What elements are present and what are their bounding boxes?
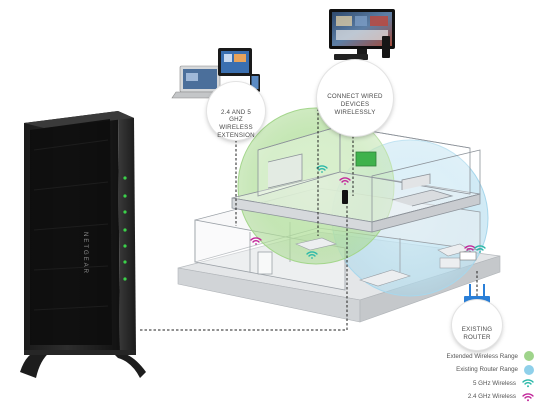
status-lights	[123, 176, 127, 281]
wired-devices-callout-text: CONNECT WIRED DEVICES WIRELESSLY	[327, 93, 383, 116]
wifi-markers	[250, 165, 486, 259]
legend-item-router-range: Existing Router Range	[334, 364, 534, 376]
wireless-extension-callout: 2.4 AND 5 GHz WIRELESS EXTENSION	[207, 82, 265, 140]
legend-label: Existing Router Range	[456, 366, 518, 374]
wifi-24ghz-icon	[522, 392, 534, 402]
legend-item-24ghz: 2.4 GHz Wireless	[334, 391, 534, 403]
wifi-5ghz-icon	[522, 379, 534, 388]
range-extender-device	[20, 111, 146, 378]
legend-label: 5 GHz Wireless	[473, 379, 516, 387]
wired-devices-callout: CONNECT WIRED DEVICES WIRELESSLY	[317, 60, 393, 136]
extended-range-swatch-icon	[524, 351, 534, 361]
house-furniture	[295, 237, 471, 287]
game-console-icon	[334, 36, 390, 60]
existing-router-callout: EXISTING ROUTER	[452, 300, 502, 350]
router-range-swatch-icon	[524, 364, 534, 375]
tablet-icon	[218, 48, 252, 76]
legend-label: Extended Wireless Range	[446, 352, 518, 360]
house-upper-floor	[231, 125, 481, 233]
legend-item-5ghz: 5 GHz Wireless	[334, 377, 534, 389]
wireless-extension-callout-text: 2.4 AND 5 GHz WIRELESS EXTENSION	[217, 108, 255, 139]
legend: Extended Wireless Range Existing Router …	[334, 350, 534, 404]
device-brand-text: NETGEAR	[82, 232, 88, 276]
existing-router-callout-text: EXISTING ROUTER	[461, 326, 493, 341]
extender-in-house	[342, 190, 348, 204]
legend-item-extended-range: Extended Wireless Range	[334, 350, 534, 362]
legend-label: 2.4 GHz Wireless	[467, 393, 516, 401]
router-in-house	[459, 251, 477, 261]
device-brand-label: NETGEAR	[82, 232, 88, 275]
